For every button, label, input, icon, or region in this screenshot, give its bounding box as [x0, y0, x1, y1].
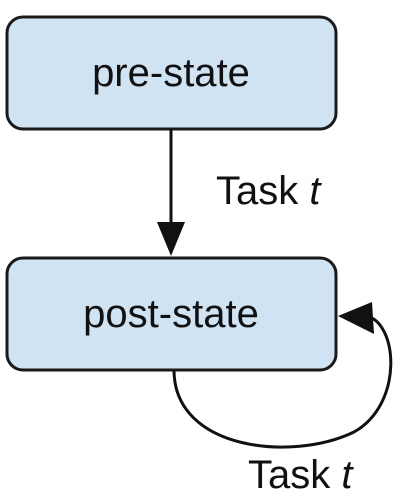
post-state-node: post-state [5, 256, 338, 372]
self-loop-edge: Task t [172, 302, 393, 497]
transition-label-var: t [309, 169, 322, 213]
transition-edge: Task t [157, 129, 322, 256]
self-loop-label-var: t [341, 453, 354, 497]
transition-label: Task t [216, 169, 322, 213]
transition-arrow-head [157, 222, 185, 256]
self-loop-arrow-head [338, 302, 374, 334]
post-state-label: post-state [83, 292, 259, 336]
post-state-box [5, 256, 338, 372]
self-loop-arrow-path [172, 314, 393, 449]
self-loop-label-text: Task [248, 453, 341, 497]
pre-state-node: pre-state [5, 15, 338, 131]
pre-state-label: pre-state [92, 51, 250, 95]
self-loop-label: Task t [248, 453, 354, 497]
transition-label-text: Task [216, 169, 309, 213]
